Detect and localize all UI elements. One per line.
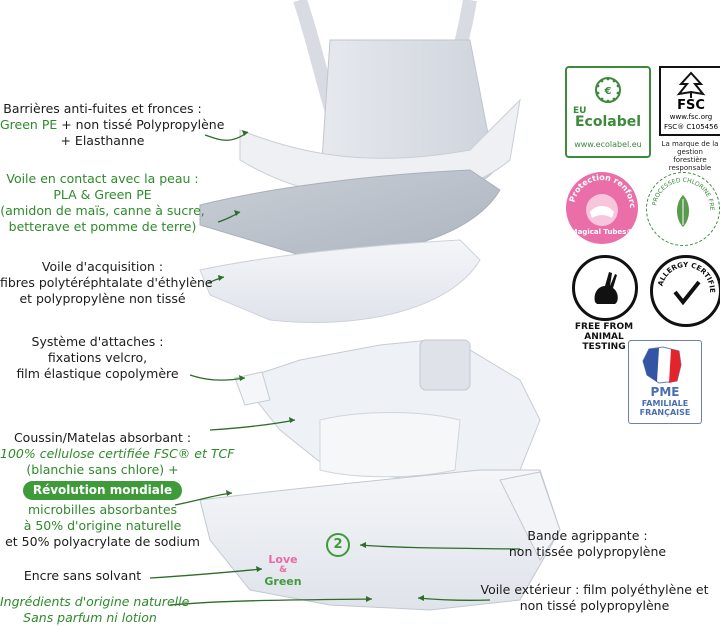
eu-flower-icon: € — [595, 77, 621, 103]
svg-text:€: € — [604, 86, 612, 97]
fsc-logo: FSC www.fsc.org FSC® C105456 — [659, 66, 720, 136]
fsc-caption-3: responsable — [668, 164, 712, 172]
barrieres-elasthanne: + Elasthanne — [60, 133, 145, 148]
diaper-brand-print: Love & Green — [262, 553, 304, 593]
barrieres-material: Green PE + non tissé Polypropylène — [0, 117, 224, 133]
coussin-line-3: (blanchie sans chlore) + — [26, 462, 179, 477]
ecolabel-name: Ecolabel — [574, 114, 642, 130]
allergy-ring-text: ALLERGY CERTIFIED — [653, 258, 716, 293]
pme-familiale-logo: PME FAMILIALE FRANÇAISE — [628, 340, 702, 424]
revolution-badge: Révolution mondiale — [22, 481, 183, 500]
encre-text: Encre sans solvant — [23, 568, 142, 583]
fsc-caption: La marque de la gestion forestière respo… — [660, 140, 720, 172]
attaches-line-3: film élastique copolymère — [16, 366, 179, 381]
brand-love: Love — [268, 553, 298, 566]
protection-ring-text-icon: Protection renforcée — [566, 172, 637, 226]
barrieres-title: Barrières anti-fuites et fronces : — [3, 101, 202, 116]
attaches-line-1: Système d'attaches : — [31, 334, 164, 349]
voile-ext-line-2: non tissé polypropylène — [519, 598, 670, 613]
pme-line-2: FAMILIALE — [641, 399, 689, 408]
eu-ecolabel-logo: € EU Ecolabel www.ecolabel.eu — [565, 66, 651, 158]
animal-caption-2: ANIMAL — [584, 332, 624, 342]
ingredients-line-1: Ingrédients d'origine naturelle — [0, 594, 190, 609]
rabbit-icon — [594, 272, 618, 304]
label-attaches: Système d'attaches : fixations velcro, f… — [0, 334, 195, 382]
pme-line-2-3: FAMILIALE FRANÇAISE — [629, 399, 701, 417]
voile-acquisition-line-2: fibres polytéréphtalate d'éthylène — [0, 275, 213, 290]
svg-text:ALLERGY CERTIFIED: ALLERGY CERTIFIED — [653, 258, 716, 293]
voile-peau-line-2: PLA & Green PE — [53, 187, 152, 202]
label-voile-exterieur: Voile extérieur : film polyéthylène et n… — [472, 582, 717, 614]
label-bande: Bande agrippante : non tissée polypropyl… — [500, 528, 675, 560]
ingredients-line-2: Sans parfum ni lotion — [23, 610, 157, 625]
pme-line-1: PME — [650, 385, 680, 399]
brand-ampersand: & — [279, 565, 287, 575]
bande-line-1: Bande agrippante : — [527, 528, 648, 543]
fsc-url: www.fsc.org — [669, 113, 713, 121]
allergy-ring-text-icon: ALLERGY CERTIFIED — [653, 258, 716, 306]
coussin-line-4: microbilles absorbantes — [27, 502, 178, 517]
chlorine-ring-text-icon: PROCESSED CHLORINE FREE — [647, 173, 715, 227]
label-barrieres: Barrières anti-fuites et fronces : Green… — [0, 101, 224, 149]
ecolabel-url: www.ecolabel.eu — [574, 140, 642, 149]
barrieres-green-pe: Green PE — [0, 117, 58, 132]
voile-peau-line-1: Voile en contact avec la peau : — [6, 171, 199, 186]
coussin-line-6: et 50% polyacrylate de sodium — [5, 534, 200, 549]
label-encre: Encre sans solvant — [0, 568, 165, 584]
france-map-icon — [642, 346, 682, 384]
attaches-line-2: fixations velcro, — [47, 350, 148, 365]
coussin-line-1: Coussin/Matelas absorbant : — [13, 430, 192, 445]
pme-line-3: FRANÇAISE — [639, 408, 691, 417]
brand-green: Green — [264, 575, 302, 588]
ecolabel-eu: EU — [573, 106, 587, 116]
label-voile-acquisition: Voile d'acquisition : fibres polytérépht… — [0, 259, 213, 307]
coussin-line-2: 100% cellulose certifiée FSC® et TCF — [0, 446, 235, 461]
voile-peau-line-3: (amidon de maïs, canne à sucre, — [0, 203, 205, 218]
fsc-caption-1: La marque de la — [661, 140, 719, 148]
allergy-certified-badge: ALLERGY CERTIFIED — [650, 255, 720, 327]
cruelty-free-caption: FREE FROM ANIMAL TESTING — [570, 322, 638, 352]
barrieres-polypropylene: + non tissé Polypropylène — [57, 117, 225, 132]
cruelty-free-badge — [572, 255, 638, 321]
protection-sub: Magical Tubes® — [570, 228, 634, 236]
fsc-code: FSC® C105456 — [663, 123, 719, 131]
voile-ext-line-1: Voile extérieur : film polyéthylène et — [480, 582, 709, 597]
chlorine-free-badge: PROCESSED CHLORINE FREE — [646, 172, 720, 246]
label-coussin: Coussin/Matelas absorbant : 100% cellulo… — [0, 430, 235, 550]
voile-peau-line-4: betterave et pomme de terre) — [8, 219, 197, 234]
bande-line-2: non tissée polypropylène — [508, 544, 667, 559]
label-ingredients: Ingrédients d'origine naturelle Sans par… — [0, 594, 190, 626]
animal-caption-1: FREE FROM — [574, 322, 634, 332]
coussin-line-5: à 50% d'origine naturelle — [23, 518, 182, 533]
size-number: 2 — [333, 537, 343, 552]
voile-acquisition-line-3: et polypropylène non tissé — [19, 291, 186, 306]
fsc-name: FSC — [677, 98, 705, 113]
voile-acquisition-line-1: Voile d'acquisition : — [41, 259, 164, 274]
animal-caption-3: TESTING — [582, 342, 626, 352]
label-voile-peau: Voile en contact avec la peau : PLA & Gr… — [0, 171, 205, 235]
protection-renforcee-badge: Protection renforcée Magical Tubes® — [566, 172, 638, 244]
fsc-tree-icon — [676, 71, 706, 98]
fsc-caption-2: gestion forestière — [673, 148, 707, 164]
